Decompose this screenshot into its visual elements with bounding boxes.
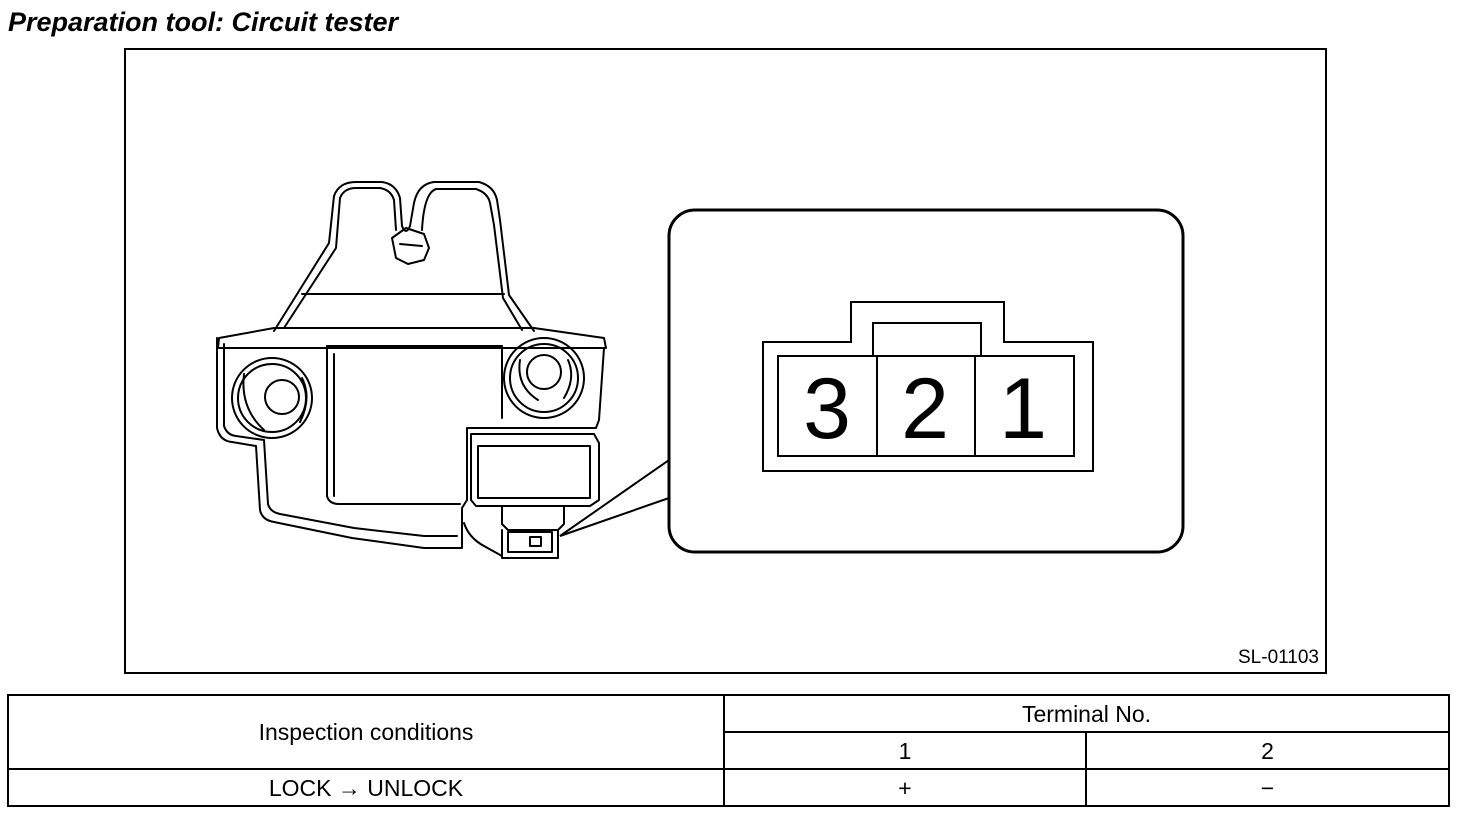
- connector-face: [762, 301, 1094, 472]
- page-heading: Preparation tool: Circuit tester: [8, 7, 399, 37]
- terminal-column-2: 2: [1084, 731, 1451, 770]
- terminal-1-value: +: [723, 768, 1087, 807]
- condition-cell: LOCK → UNLOCK: [7, 768, 725, 807]
- terminal-columns-row: 1 2: [8, 731, 1451, 770]
- table-header-row: Inspection conditions Terminal No.: [7, 694, 1451, 770]
- terminal-no-header: Terminal No.: [722, 694, 1451, 733]
- table-row: LOCK → UNLOCK + −: [7, 768, 1451, 807]
- terminal-3-label: 3: [803, 361, 851, 457]
- terminal-2-value: −: [1084, 768, 1451, 807]
- inspection-table: Inspection conditions Terminal No. 1 2 L…: [7, 694, 1451, 807]
- door-lock-actuator: [216, 181, 607, 559]
- figure-code: SL-01103: [1238, 647, 1319, 668]
- inspection-conditions-header: Inspection conditions: [7, 694, 725, 770]
- terminal-1-label: 1: [999, 361, 1047, 457]
- connector-figure: 3 2 1 SL-01103: [124, 48, 1327, 674]
- lock-actuator-diagram: 3 2 1: [124, 48, 1327, 674]
- terminal-2-label: 2: [901, 361, 949, 457]
- terminal-column-1: 1: [723, 731, 1087, 770]
